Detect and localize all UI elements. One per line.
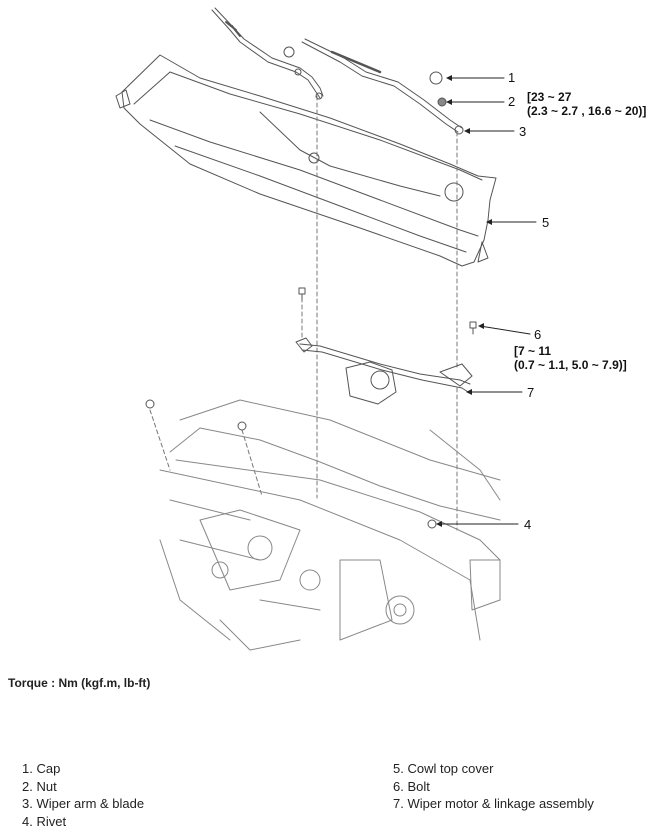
legend-item: 5. Cowl top cover bbox=[393, 761, 494, 776]
bolt-torque-line-2: (0.7 ~ 1.1, 5.0 ~ 7.9)] bbox=[514, 358, 627, 372]
callout-3: 3 bbox=[519, 124, 527, 139]
legend-item: 6. Bolt bbox=[393, 778, 430, 794]
legend-right: 5. Cowl top cover 6. Bolt 7. Wiper motor… bbox=[393, 760, 594, 813]
legend-item: 7. Wiper motor & linkage assembly bbox=[393, 796, 594, 811]
legend-item: 2. Nut bbox=[22, 778, 57, 794]
bolt-left bbox=[298, 287, 306, 301]
wiper-motor-linkage bbox=[295, 337, 473, 405]
legend-left: 1. Cap 2. Nut 3. Wiper arm & blade 4. Ri… bbox=[22, 760, 144, 830]
nut-torque-line-1: [23 ~ 27 bbox=[527, 90, 572, 104]
nut bbox=[437, 97, 447, 107]
bolt-right bbox=[469, 321, 477, 335]
nut-torque-spec: [23 ~ 27 (2.3 ~ 2.7 , 16.6 ~ 20)] bbox=[527, 90, 646, 118]
torque-units-note: Torque : Nm (kgf.m, lb-ft) bbox=[8, 676, 151, 690]
callout-2: 2 bbox=[508, 94, 516, 109]
callout-4: 4 bbox=[524, 517, 532, 532]
legend-item: 3. Wiper arm & blade bbox=[22, 796, 145, 811]
bolt-torque-spec: [7 ~ 11 (0.7 ~ 1.1, 5.0 ~ 7.9)] bbox=[514, 344, 627, 372]
right-wiper-arm-blade bbox=[301, 38, 464, 135]
bolt-torque-line-1: [7 ~ 11 bbox=[514, 344, 552, 358]
callout-6: 6 bbox=[534, 327, 542, 342]
cap-left bbox=[283, 46, 295, 58]
legend-item: 1. Cap bbox=[22, 761, 61, 776]
rivet-group bbox=[145, 399, 437, 529]
cap bbox=[429, 71, 443, 85]
nut-torque-line-2: (2.3 ~ 2.7 , 16.6 ~ 20)] bbox=[527, 104, 647, 118]
exploded-parts-diagram bbox=[115, 7, 537, 651]
callout-7: 7 bbox=[527, 385, 535, 400]
vehicle-engine-bay bbox=[159, 399, 501, 651]
callout-5: 5 bbox=[542, 215, 550, 230]
cowl-top-cover bbox=[115, 54, 497, 267]
legend-item: 4. Rivet bbox=[22, 813, 67, 829]
left-wiper-arm-blade bbox=[211, 7, 324, 100]
callout-1: 1 bbox=[508, 70, 516, 85]
